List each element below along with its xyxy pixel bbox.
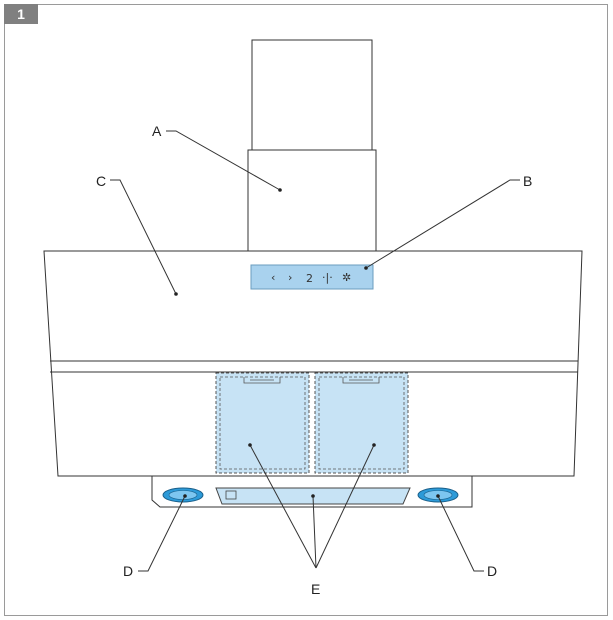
- hood-body: [43, 250, 583, 477]
- control-button-right[interactable]: ›: [288, 271, 292, 284]
- callout-a: A: [152, 123, 162, 139]
- control-panel: [250, 264, 374, 290]
- callout-d-left: D: [123, 563, 133, 579]
- strip-indicator: [225, 490, 237, 500]
- control-button-light[interactable]: ✲: [342, 271, 351, 284]
- grease-filter-right: [314, 372, 409, 474]
- leader-lines: [110, 130, 520, 572]
- callout-c: C: [96, 173, 106, 189]
- callout-b: B: [523, 173, 532, 189]
- leader-dots: [174, 188, 440, 498]
- grease-filter-left: [215, 372, 310, 474]
- chimney-lower: [247, 149, 377, 252]
- control-button-left[interactable]: ‹: [271, 271, 275, 284]
- callout-d-right: D: [487, 563, 497, 579]
- figure-number-badge: 1: [4, 4, 38, 24]
- callout-e: E: [311, 581, 320, 597]
- control-button-fan[interactable]: ·|·: [322, 271, 333, 284]
- control-display-level: 2: [306, 272, 313, 285]
- chimney-upper: [251, 39, 373, 151]
- figure-frame: [4, 4, 608, 616]
